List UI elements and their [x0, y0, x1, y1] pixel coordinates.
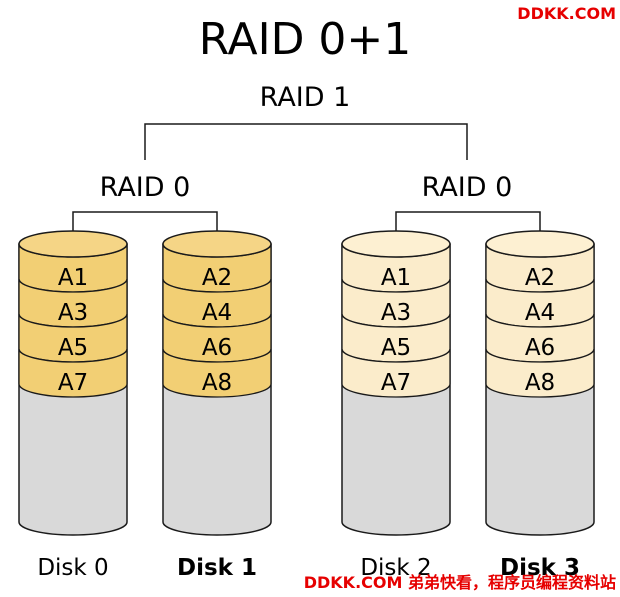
diagram-title: RAID 0+1 — [199, 14, 412, 65]
block-label: A5 — [381, 335, 411, 361]
disk-name: Disk 3 — [500, 555, 580, 581]
block-label: A3 — [381, 300, 411, 326]
watermark-top: DDKK.COM — [517, 4, 616, 23]
disk-top — [341, 230, 451, 258]
block-label: A6 — [202, 335, 232, 361]
block-label: A6 — [525, 335, 555, 361]
data-block — [341, 348, 451, 398]
disk-top — [18, 230, 128, 258]
raid0-connector — [72, 211, 218, 242]
block-label: A2 — [202, 265, 232, 291]
disk-top — [485, 230, 595, 258]
raid0-label: RAID 0 — [100, 172, 191, 203]
data-block — [162, 348, 272, 398]
block-label: A5 — [58, 335, 88, 361]
block-label: A8 — [525, 370, 555, 396]
raid0-connector — [395, 211, 541, 242]
watermark-bottom: DDKK.COM 弟弟快看，程序员编程资料站 — [303, 573, 616, 592]
block-label: A7 — [58, 370, 88, 396]
disk-name: Disk 0 — [37, 555, 108, 581]
block-label: A1 — [58, 265, 88, 291]
block-label: A4 — [202, 300, 232, 326]
block-label: A7 — [381, 370, 411, 396]
data-block — [18, 348, 128, 398]
block-label: A3 — [58, 300, 88, 326]
disk-name: Disk 1 — [177, 555, 257, 581]
block-label: A1 — [381, 265, 411, 291]
raid1-label: RAID 1 — [260, 82, 351, 113]
block-label: A4 — [525, 300, 555, 326]
data-block — [485, 348, 595, 398]
raid0-label: RAID 0 — [422, 172, 513, 203]
disk-name: Disk 2 — [360, 555, 431, 581]
disk-top — [162, 230, 272, 258]
block-label: A8 — [202, 370, 232, 396]
raid1-connector — [144, 123, 468, 160]
block-label: A2 — [525, 265, 555, 291]
